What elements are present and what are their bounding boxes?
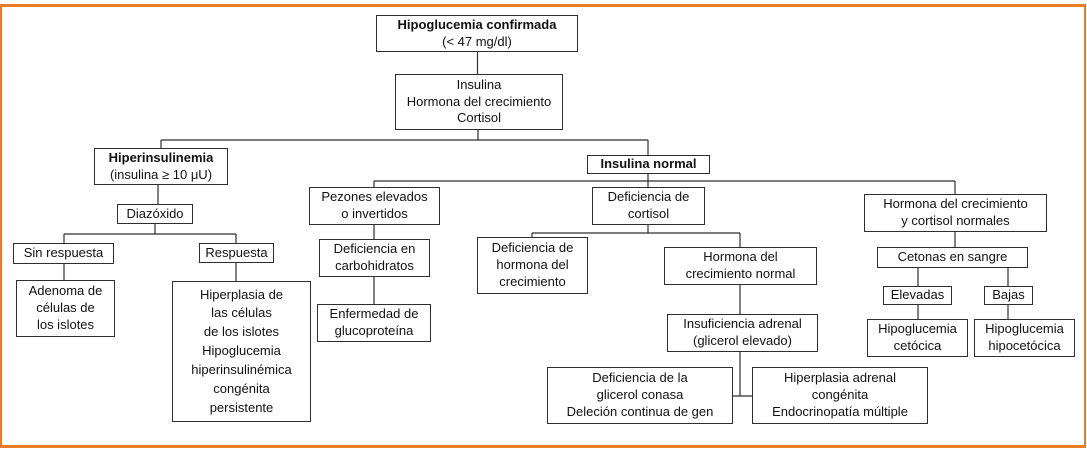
node-label: Hipoglucemia hipocetócica [985, 321, 1064, 353]
node-label: Bajas [992, 287, 1025, 303]
node-hipoglucemia-cetocica: Hipoglucemia cetócica [867, 319, 968, 357]
node-label: Elevadas [890, 287, 945, 303]
node-label: Hormona del crecimiento y cortisol norma… [883, 196, 1028, 228]
node-subtitle: (< 47 mg/dl) [442, 33, 512, 49]
node-label: Deficiencia en carbohidratos [333, 241, 416, 273]
node-enfermedad-glucoproteina: Enfermedad de glucoproteína [317, 304, 431, 342]
node-pezones-elevados: Pezones elevados o invertidos [309, 187, 440, 225]
node-label: Insuficiencia adrenal (glicerol elevado) [683, 316, 802, 348]
node-deficiencia-cortisol: Deficiencia de cortisol [592, 187, 705, 225]
node-gh-normal: Hormona del crecimiento normal [664, 247, 817, 285]
node-hiperinsulinemia: Hiperinsulinemia (insulina ≥ 10 μU) [94, 148, 228, 185]
node-label: Respuesta [205, 244, 268, 260]
node-sin-respuesta: Sin respuesta [13, 243, 114, 264]
node-label: Diazóxido [126, 205, 184, 221]
node-label: Deficiencia de cortisol [607, 189, 690, 221]
node-label: Enfermedad de glucoproteína [329, 306, 419, 338]
node-respuesta: Respuesta [199, 243, 274, 263]
node-label: Sin respuesta [23, 245, 104, 261]
node-label: Cetonas en sangre [897, 249, 1008, 265]
node-label: Insulina Hormona del crecimiento Cortiso… [406, 76, 552, 126]
node-label: Deficiencia de la glicerol conasa Deleci… [566, 370, 714, 419]
node-cetonas-sangre: Cetonas en sangre [877, 247, 1028, 268]
node-hipoglucemia-confirmada: Hipoglucemia confirmada (< 47 mg/dl) [376, 15, 578, 52]
node-cetonas-bajas: Bajas [984, 286, 1033, 305]
node-hormonas-iniciales: Insulina Hormona del crecimiento Cortiso… [395, 74, 563, 130]
node-hiperplasia-islotes: Hiperplasia de las células de los islote… [172, 281, 311, 422]
node-deficiencia-carbohidratos: Deficiencia en carbohidratos [319, 239, 430, 277]
node-deficiencia-glicerol-conasa: Deficiencia de la glicerol conasa Deleci… [547, 367, 733, 424]
node-label: Hiperplasia de las células de los islote… [191, 286, 292, 415]
node-label: Deficiencia de hormona del crecimiento [491, 240, 574, 289]
node-diazoxido: Diazóxido [117, 204, 193, 224]
node-deficiencia-gh: Deficiencia de hormona del crecimiento [477, 237, 588, 294]
node-gh-cortisol-normales: Hormona del crecimiento y cortisol norma… [864, 194, 1047, 232]
node-cetonas-elevadas: Elevadas [883, 286, 952, 305]
node-insuficiencia-adrenal: Insuficiencia adrenal (glicerol elevado) [667, 314, 818, 352]
node-title: Insulina normal [600, 156, 697, 172]
node-hipoglucemia-hipocetocica: Hipoglucemia hipocetócica [974, 319, 1075, 357]
node-label: Hiperplasia adrenal congénita Endocrinop… [772, 370, 908, 419]
node-label: Adenoma de células de los islotes [28, 283, 103, 332]
node-subtitle: (insulina ≥ 10 μU) [109, 166, 213, 182]
node-label: Hormona del crecimiento normal [685, 249, 796, 281]
node-insulina-normal: Insulina normal [587, 155, 710, 174]
node-label: Pezones elevados o invertidos [321, 189, 428, 221]
node-title: Hiperinsulinemia [108, 149, 214, 165]
node-label: Hipoglucemia cetócica [878, 321, 957, 353]
node-adenoma-islotes: Adenoma de células de los islotes [16, 280, 115, 337]
node-hiperplasia-adrenal: Hiperplasia adrenal congénita Endocrinop… [752, 367, 928, 424]
node-title: Hipoglucemia confirmada [397, 16, 557, 32]
